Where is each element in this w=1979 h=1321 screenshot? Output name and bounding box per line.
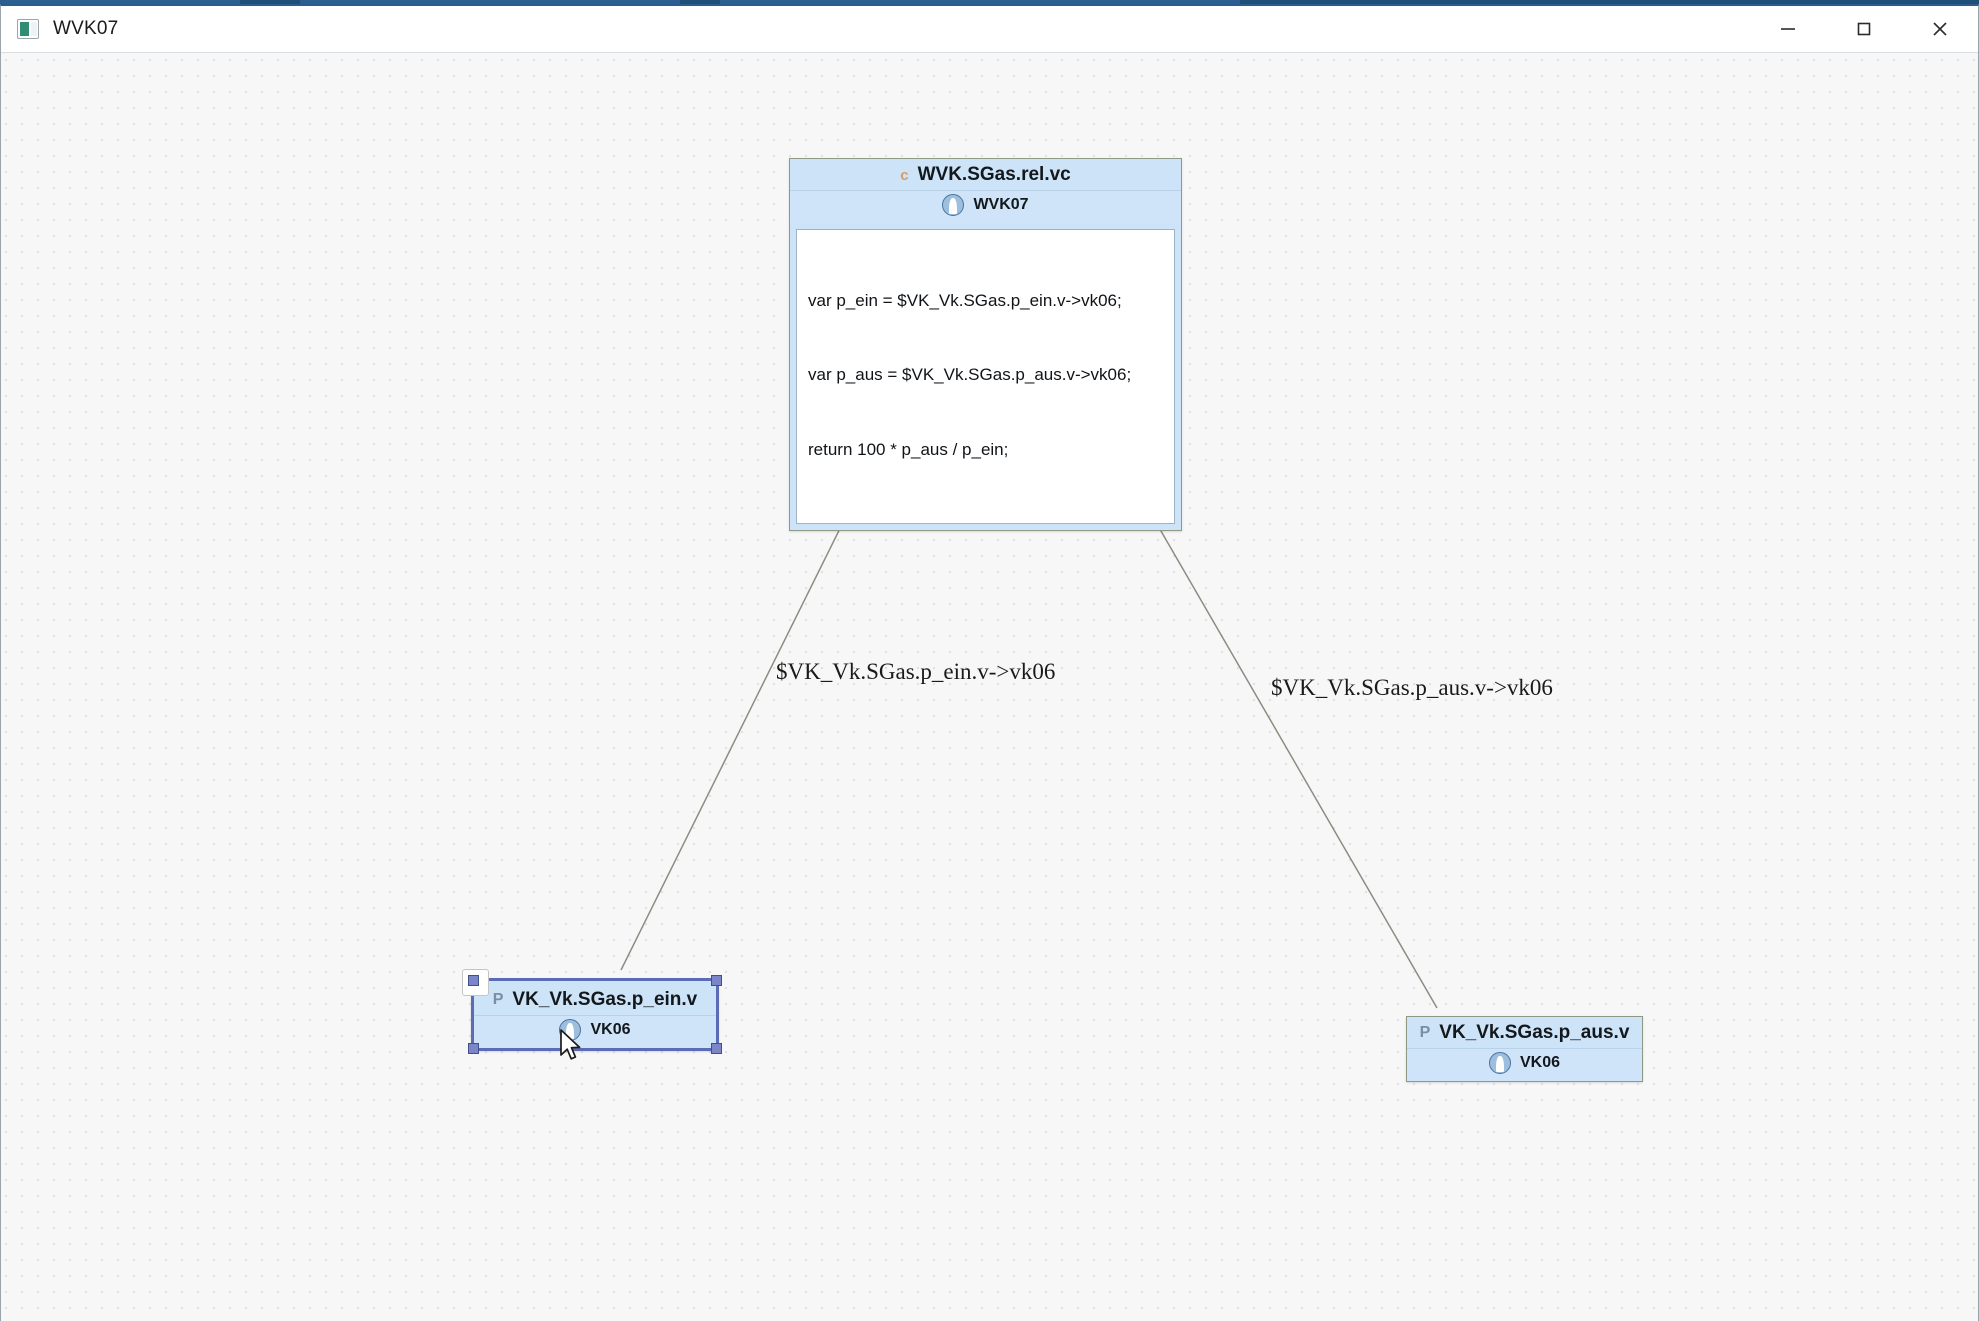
- code-line: return 100 * p_aus / p_ein;: [808, 439, 1009, 459]
- node-subtitle-row: VK06: [474, 1015, 716, 1048]
- node-title-row: c WVK.SGas.rel.vc: [790, 159, 1181, 190]
- node-code-block[interactable]: var p_ein = $VK_Vk.SGas.p_ein.v->vk06; v…: [796, 229, 1175, 524]
- resize-handle-bottom-left[interactable]: [468, 1043, 479, 1054]
- edge-label-p-ein[interactable]: $VK_Vk.SGas.p_ein.v->vk06: [776, 659, 1056, 684]
- valve-icon: [1488, 1052, 1511, 1074]
- node-vk-sgas-p-ein-v[interactable]: P VK_Vk.SGas.p_ein.v VK06: [462, 969, 722, 1054]
- maximize-button[interactable]: [1826, 6, 1902, 53]
- parameter-badge-icon: P: [1419, 1024, 1431, 1041]
- valve-icon: [942, 194, 965, 216]
- resize-handle-top-left[interactable]: [468, 975, 479, 986]
- valve-icon: [559, 1019, 582, 1041]
- node-subtitle-row: WVK07: [790, 190, 1181, 223]
- node-subtitle-text: VK06: [1519, 1054, 1561, 1071]
- code-line: var p_aus = $VK_Vk.SGas.p_aus.v->vk06;: [808, 365, 1132, 385]
- resize-handle-bottom-right[interactable]: [711, 1043, 722, 1054]
- diagram-canvas[interactable]: $VK_Vk.SGas.p_ein.v->vk06 $VK_Vk.SGas.p_…: [1, 53, 1978, 1321]
- edge-label-p-aus[interactable]: $VK_Vk.SGas.p_aus.v->vk06: [1271, 675, 1553, 700]
- node-title-row: P VK_Vk.SGas.p_ein.v: [474, 981, 716, 1015]
- window-controls: [1750, 6, 1978, 53]
- minimize-button[interactable]: [1750, 6, 1826, 53]
- window-title: WVK07: [53, 18, 119, 39]
- background-window-strip: [0, 0, 1979, 5]
- node-subtitle-text: WVK07: [973, 196, 1029, 213]
- node-vk-sgas-p-aus-v[interactable]: P VK_Vk.SGas.p_aus.v VK06: [1406, 1016, 1643, 1082]
- node-subtitle-row: VK06: [1407, 1048, 1642, 1081]
- title-bar[interactable]: WVK07: [1, 6, 1978, 53]
- app-window-icon: [17, 19, 39, 39]
- resize-handle-top-right[interactable]: [711, 975, 722, 986]
- node-title-text: VK_Vk.SGas.p_ein.v: [512, 989, 698, 1010]
- code-line: var p_ein = $VK_Vk.SGas.p_ein.v->vk06;: [808, 290, 1122, 310]
- parameter-badge-icon: P: [492, 991, 504, 1008]
- close-button[interactable]: [1902, 6, 1978, 53]
- node-title-text: WVK.SGas.rel.vc: [917, 164, 1071, 185]
- main-window: WVK07: [0, 4, 1979, 1321]
- node-wvk-sgas-rel-vc[interactable]: c WVK.SGas.rel.vc WVK07 var p_ein = $VK_…: [789, 158, 1182, 531]
- node-subtitle-text: VK06: [590, 1021, 631, 1038]
- node-title-text: VK_Vk.SGas.p_aus.v: [1439, 1022, 1630, 1043]
- calculation-badge-icon: c: [900, 166, 909, 184]
- node-title-row: P VK_Vk.SGas.p_aus.v: [1407, 1017, 1642, 1048]
